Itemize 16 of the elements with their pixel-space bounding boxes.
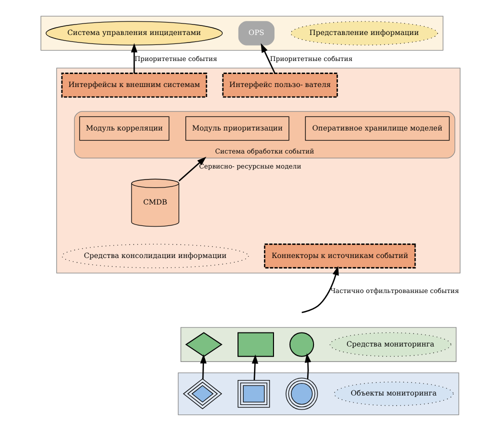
arrow xyxy=(301,266,338,314)
node-circle xyxy=(285,378,318,410)
node-box xyxy=(237,380,270,408)
cluster xyxy=(40,16,443,51)
arrow xyxy=(200,354,206,380)
cluster xyxy=(177,372,459,416)
node-diamond xyxy=(182,378,222,410)
arrow xyxy=(304,353,311,380)
arrow xyxy=(251,354,258,380)
node-box xyxy=(237,332,274,357)
arrow xyxy=(260,43,275,74)
node-diamond xyxy=(184,332,222,357)
arrow xyxy=(178,156,206,182)
node-circle xyxy=(288,332,314,357)
cluster xyxy=(56,68,460,274)
arrow xyxy=(130,43,137,74)
